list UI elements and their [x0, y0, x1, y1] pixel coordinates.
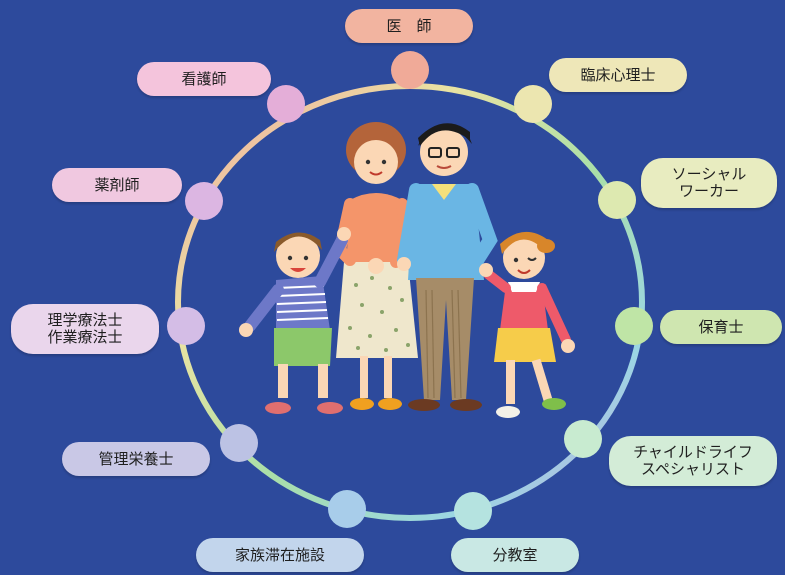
node-nurse: [267, 85, 305, 123]
mother-figure: [333, 122, 418, 410]
father-figure: [397, 123, 498, 411]
label-pharmacist: 薬剤師: [52, 168, 182, 202]
node-social-worker: [598, 181, 636, 219]
node-dietitian: [220, 424, 258, 462]
node-doctor: [391, 51, 429, 89]
boy-figure: [239, 227, 351, 414]
node-nursery-teacher: [615, 307, 653, 345]
label-doctor: 医 師: [345, 9, 473, 43]
node-branch-school: [454, 492, 492, 530]
label-family-facility: 家族滞在施設: [196, 538, 364, 572]
node-pharmacist: [185, 182, 223, 220]
ring-nodes: [167, 51, 653, 530]
node-child-life: [564, 420, 602, 458]
label-child-life: チャイルドライフ スペシャリスト: [609, 436, 777, 486]
node-therapists: [167, 307, 205, 345]
family-icon: [239, 122, 575, 418]
label-branch-school: 分教室: [451, 538, 579, 572]
node-family-facility: [328, 490, 366, 528]
label-psychologist: 臨床心理士: [549, 58, 687, 92]
label-social-worker: ソーシャル ワーカー: [641, 158, 777, 208]
label-nurse: 看護師: [137, 62, 271, 96]
label-dietitian: 管理栄養士: [62, 442, 210, 476]
label-therapists: 理学療法士 作業療法士: [11, 304, 159, 354]
girl-figure: [479, 231, 575, 418]
node-psychologist: [514, 85, 552, 123]
label-nursery-teacher: 保育士: [660, 310, 782, 344]
